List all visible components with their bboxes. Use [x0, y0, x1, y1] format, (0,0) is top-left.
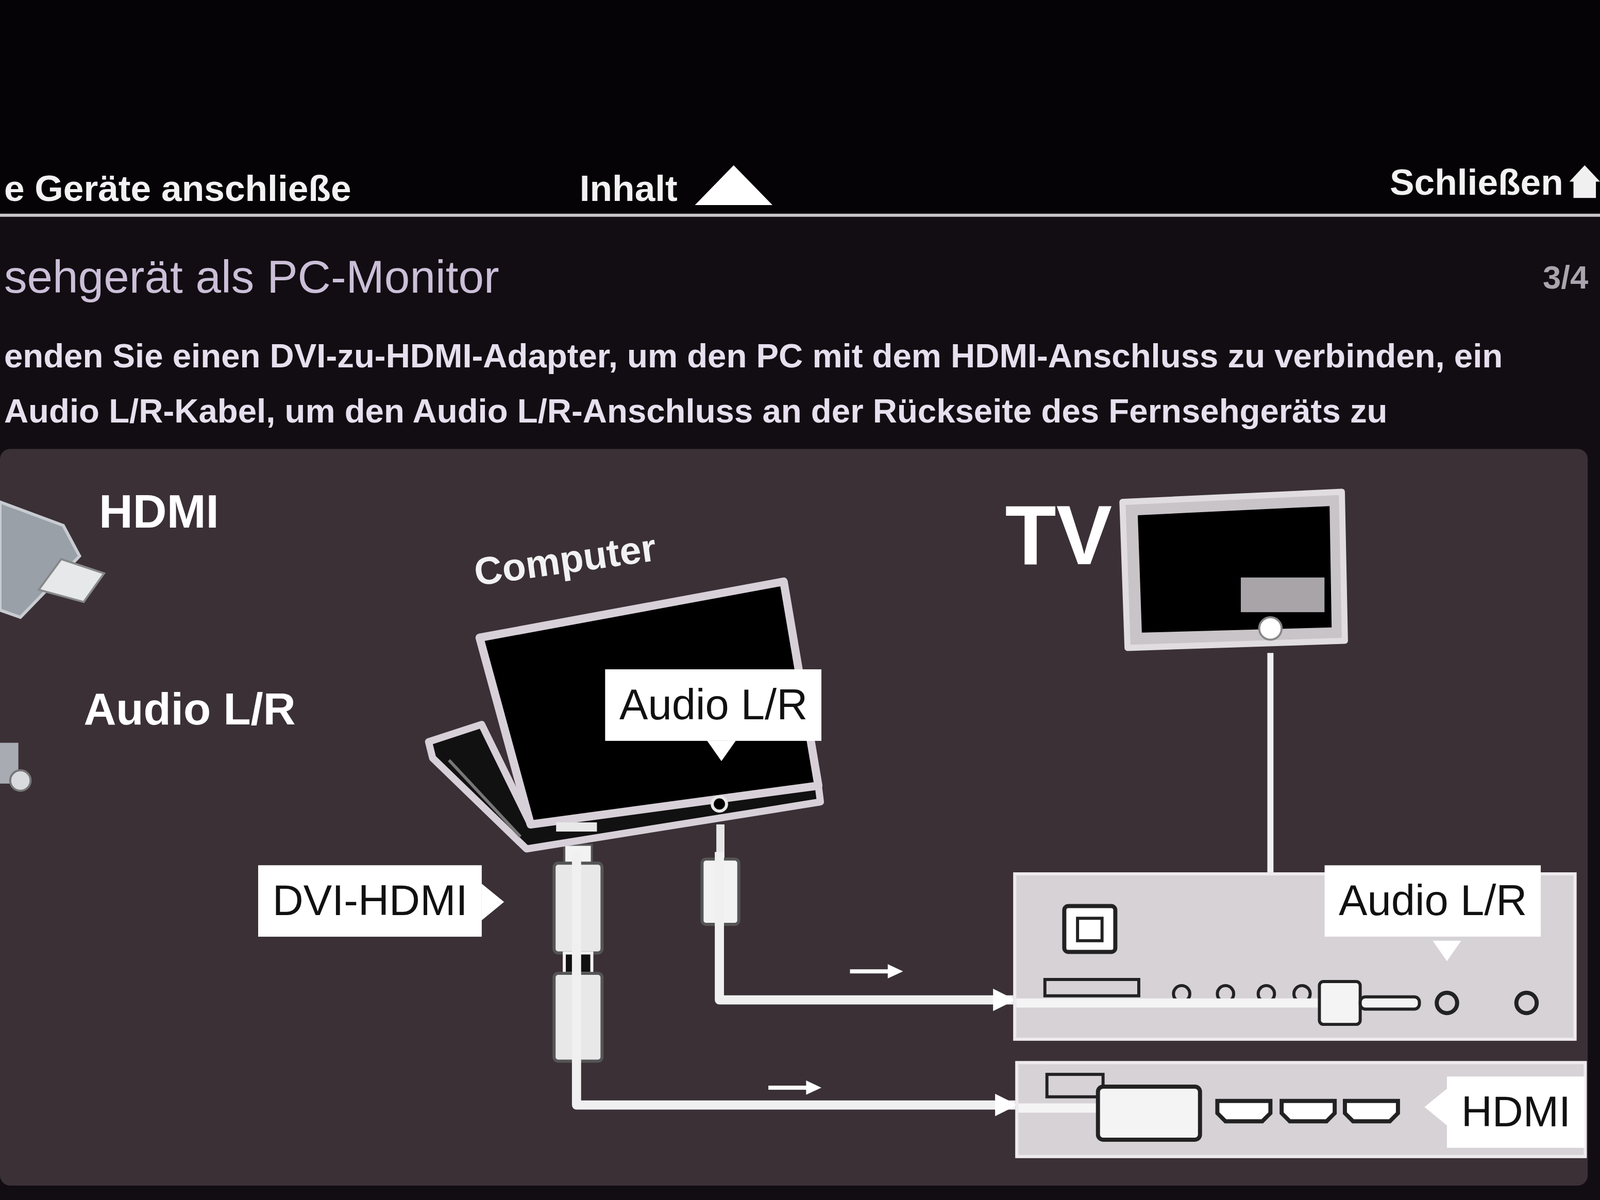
top-bar [0, 0, 1600, 217]
direction-arrow [850, 969, 890, 974]
up-triangle [695, 165, 773, 206]
header-rule [0, 213, 1600, 217]
tv-badge [1240, 577, 1325, 613]
audio-plug-body [1319, 981, 1360, 1025]
home-icon [1569, 165, 1600, 198]
menu-item: Inhalt [579, 167, 678, 211]
tv-set: TV [1005, 490, 1347, 654]
page-number: 3/4 [1542, 259, 1589, 297]
page-title: sehgerät als PC-Monitor [4, 250, 500, 305]
node-text: TV [1005, 490, 1113, 582]
rca-tip [10, 770, 31, 791]
audio-jack [712, 797, 727, 812]
callout-pointer [1432, 940, 1461, 962]
tv-stand-joint [1259, 617, 1283, 640]
cable [719, 851, 1014, 1000]
audio-jack [1516, 992, 1538, 1014]
callout-pointer [481, 883, 505, 921]
tv-frame [1122, 491, 1345, 648]
audio-plug-pin [1360, 997, 1420, 1010]
hdmi-plug-icon [0, 501, 105, 618]
body-text: enden Sie einen DVI-zu-HDMI-Adapter, um … [4, 328, 1525, 440]
hdmi-plug [1098, 1086, 1201, 1140]
rca-plug-icon [0, 743, 31, 791]
keyboard-edge [448, 760, 521, 837]
optical-port [1064, 905, 1116, 952]
breadcrumb: e Geräte anschließe [4, 167, 352, 211]
callout-box: DVI-HDMI [258, 865, 482, 937]
hdmi-port [1281, 1101, 1335, 1122]
audio-jack [1436, 992, 1458, 1014]
node-text: DVI-HDMI [258, 865, 482, 937]
callout-pointer [706, 740, 736, 762]
direction-arrows [768, 964, 903, 1095]
callout-pointer [1424, 1088, 1447, 1126]
home-roof [1569, 165, 1600, 182]
hdmi-port [1344, 1101, 1399, 1122]
scart-port [1045, 979, 1139, 997]
close-button: Schließen [1389, 161, 1564, 205]
computer-laptop: ComputerAudio L/R [428, 550, 832, 852]
hdmi-cable [1018, 1103, 1100, 1114]
diagram-panel [0, 448, 1588, 1186]
callout-box: Audio L/R [604, 669, 822, 741]
hdmi-port [556, 822, 597, 832]
direction-arrow [768, 1085, 808, 1090]
hdmi-port [1217, 1101, 1271, 1122]
optical-port-inner [1077, 918, 1103, 941]
audio-cable [1016, 998, 1320, 1008]
hdmi-plug-tip [38, 559, 105, 602]
rear-panel-hdmi: HDMI [1015, 1060, 1587, 1158]
port [1047, 1074, 1104, 1098]
home-body [1573, 180, 1597, 199]
direction-arrowhead [887, 964, 904, 979]
cable [1267, 652, 1274, 873]
legend-label: HDMI [98, 483, 220, 540]
tv-screen [1137, 506, 1332, 633]
cable [576, 851, 1016, 1105]
hdmi-plug-body [0, 501, 80, 618]
direction-arrowhead [805, 1080, 822, 1096]
node-text: HDMI [1446, 1076, 1586, 1149]
node-text: Audio L/R [604, 669, 822, 741]
node-text: Audio L/R [1324, 865, 1542, 937]
legend-label: Audio L/R [83, 683, 296, 735]
rear-panel-audio: Audio L/R [1013, 872, 1577, 1041]
